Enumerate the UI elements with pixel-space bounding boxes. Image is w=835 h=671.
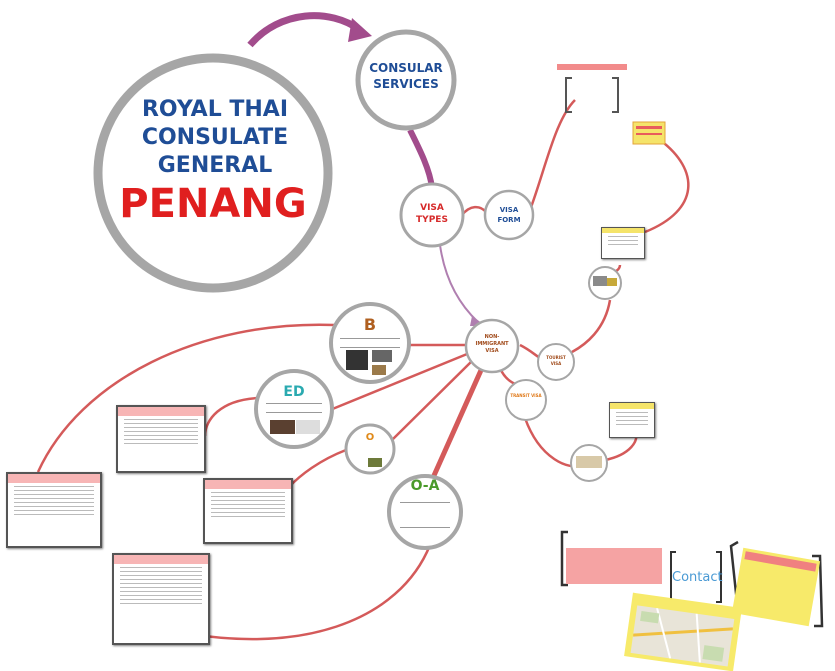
- connector-oa-bottom: [159, 544, 432, 641]
- oa-label[interactable]: O-A: [410, 478, 440, 494]
- document-card-b[interactable]: [6, 472, 102, 548]
- connector-small-tourist: [571, 299, 612, 354]
- connector-visaform-bracket: [528, 99, 576, 211]
- map-card[interactable]: [624, 592, 742, 671]
- transit-visa-label[interactable]: TRANSIT VISA: [510, 393, 542, 398]
- contact-pink-card[interactable]: [566, 548, 662, 584]
- consular-circle: [355, 29, 457, 131]
- contact-label[interactable]: Contact: [672, 570, 723, 585]
- oa-circle: [387, 474, 463, 550]
- consular-services-label[interactable]: CONSULAR SERVICES: [369, 61, 443, 91]
- non-immigrant-label[interactable]: NON-IMMIGRANT VISA: [475, 334, 509, 354]
- tourist-visa-label[interactable]: TOURIST VISA: [546, 355, 566, 366]
- main-title: ROYAL THAI CONSULATE GENERAL: [120, 96, 310, 180]
- contact-bracket-left: [560, 530, 568, 587]
- ed-label[interactable]: ED: [283, 384, 305, 400]
- document-card-o[interactable]: [203, 478, 293, 544]
- main-title-penang: PENANG: [119, 181, 307, 227]
- transit-circle: [505, 379, 547, 421]
- connector-ed: [329, 350, 473, 412]
- document-card-doc-top[interactable]: [601, 227, 645, 259]
- oa-circle-text: [400, 502, 450, 528]
- visa-types-circle: [399, 182, 465, 248]
- contact-bracket-right-b: [812, 554, 824, 628]
- main-title-line-1: ROYAL THAI: [141, 97, 289, 122]
- document-card-doc-right[interactable]: [609, 402, 655, 438]
- connector-b-far: [36, 323, 336, 473]
- bracket-right: [612, 77, 619, 113]
- tourist-circle: [537, 343, 575, 381]
- non-immigrant-circle: [464, 318, 520, 374]
- bracket-left: [565, 77, 572, 113]
- connector-visatypes-visaform: [461, 205, 487, 216]
- o-label[interactable]: O: [365, 432, 375, 443]
- connector-ed-doc: [203, 396, 259, 437]
- connector-oa-thick: [429, 366, 485, 482]
- connector-nonimm-tourist: [519, 343, 541, 360]
- main-title-line-2: CONSULATE: [141, 125, 289, 150]
- connector-o: [391, 357, 476, 441]
- visa-types-label[interactable]: VISA TYPES: [416, 203, 448, 225]
- path-visatypes-to-nonimmigrant: [439, 244, 479, 323]
- main-title-circle: [93, 53, 333, 293]
- document-card-ed[interactable]: [116, 405, 206, 473]
- ed-circle-text: [266, 403, 322, 413]
- main-title-line-3: GENERAL: [157, 153, 273, 178]
- map-image: [630, 605, 735, 667]
- path-consular-to-visatypes: [407, 128, 435, 189]
- connector-yellow-doc: [644, 139, 690, 234]
- contact-yellow-card[interactable]: [731, 547, 821, 627]
- pink-bar: [557, 64, 627, 70]
- visa-form-label[interactable]: VISA FORM: [497, 206, 521, 224]
- visa-form-circle: [483, 189, 535, 241]
- b-circle-text: [340, 338, 400, 348]
- b-label[interactable]: B: [363, 315, 377, 334]
- connector-o-doc: [287, 448, 347, 489]
- arrow-head-consular: [348, 18, 372, 42]
- path-arrow-to-consular: [247, 12, 363, 48]
- contact-bracket-mid-right: [716, 551, 722, 603]
- document-card-oa[interactable]: [112, 553, 210, 645]
